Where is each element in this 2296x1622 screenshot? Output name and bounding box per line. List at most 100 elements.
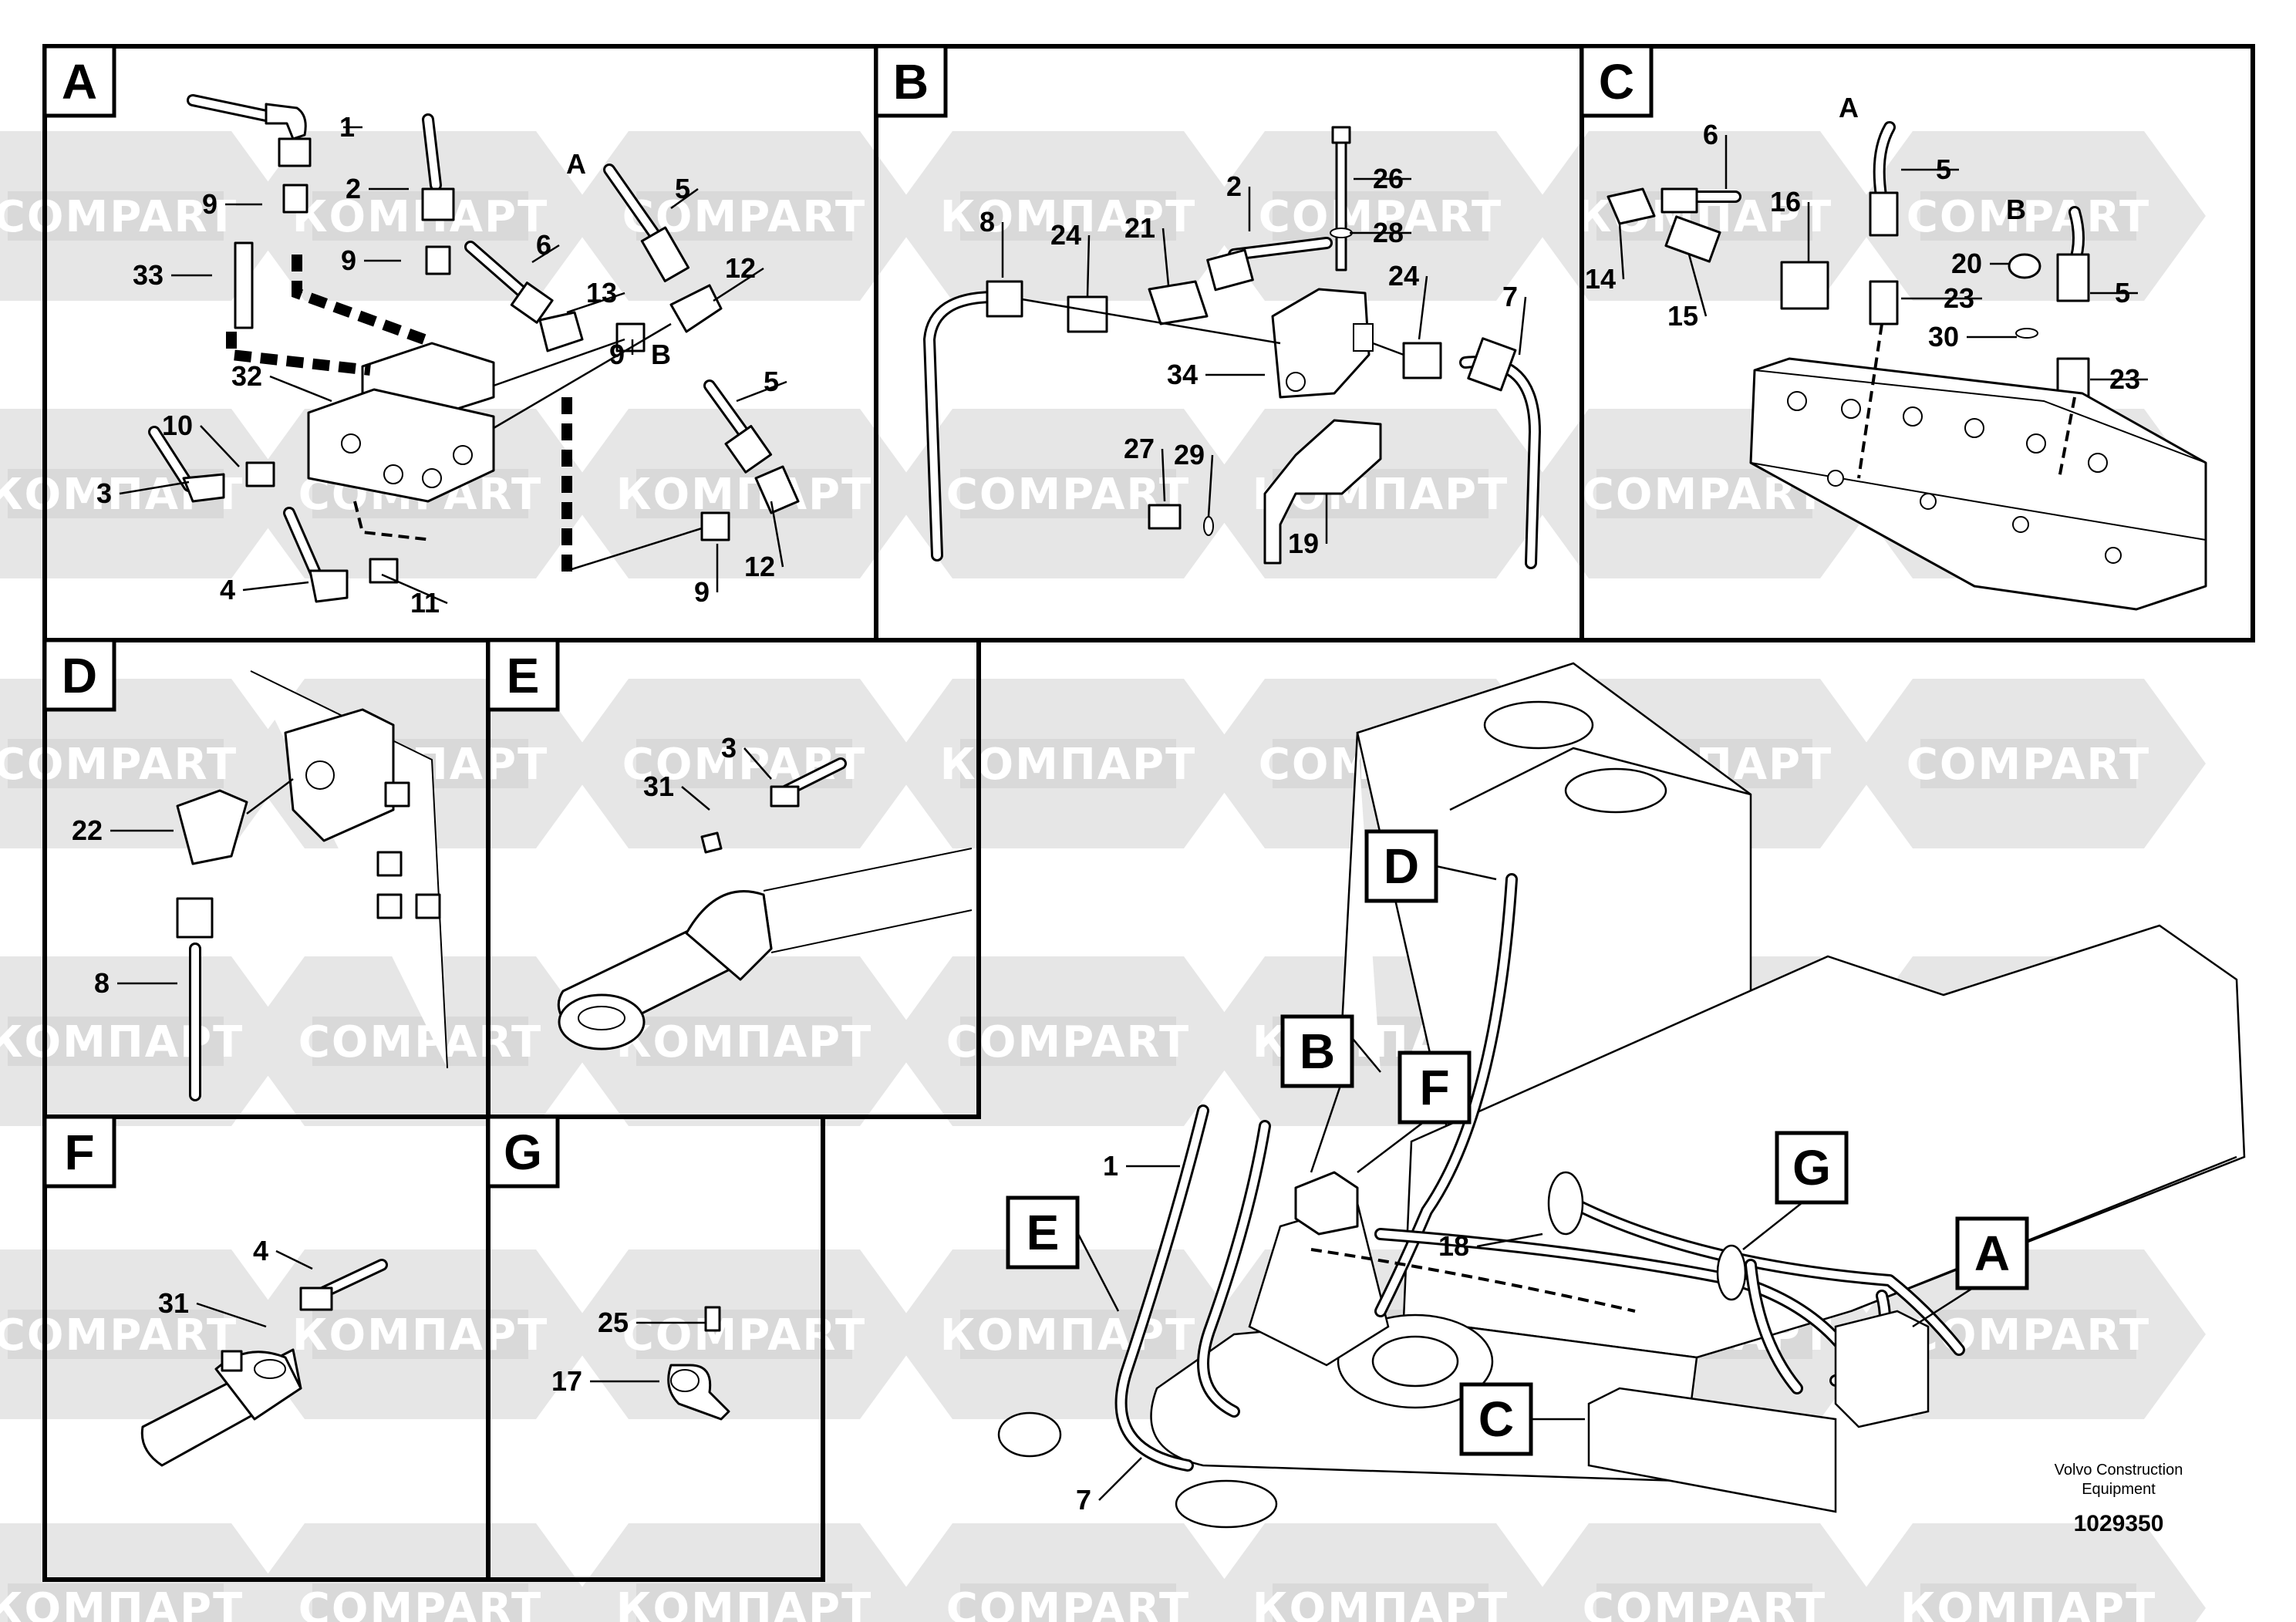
callout-number: 3 xyxy=(96,477,112,509)
callout-g: 25 xyxy=(598,1307,706,1338)
callout-c: 5 xyxy=(2090,277,2138,309)
callout-number: 5 xyxy=(1936,153,1951,185)
watermark-text: COMPART xyxy=(0,1310,238,1361)
callout-number: 2 xyxy=(1226,170,1242,202)
callout-b: 24 xyxy=(1388,260,1428,340)
callout-leader xyxy=(200,425,240,467)
panel-tag-d-label: D xyxy=(62,648,97,703)
callout-a: 9 xyxy=(609,339,634,370)
callout-number: 26 xyxy=(1373,163,1404,194)
main-view-tag-b: B xyxy=(1280,1014,1354,1173)
callout-number: B xyxy=(651,339,671,370)
main-view-tag-leader xyxy=(1435,865,1497,881)
panel-tag-e-label: E xyxy=(507,648,540,703)
callout-number: 14 xyxy=(1585,263,1616,295)
callout-e: 31 xyxy=(643,771,710,811)
watermark-text: КОМПАРТ xyxy=(1253,1584,1509,1622)
callout-number: 8 xyxy=(979,206,995,238)
callout-b: 29 xyxy=(1174,439,1214,518)
watermark-tile: COMPART xyxy=(1851,131,2206,301)
callout-d: 22 xyxy=(72,814,174,846)
callout-main: 7 xyxy=(1076,1457,1142,1516)
callout-leader xyxy=(119,481,190,495)
callout-c: 23 xyxy=(2090,363,2148,395)
footer-block: Volvo Construction Equipment 1029350 xyxy=(2055,1462,2183,1536)
watermark-text: COMPART xyxy=(622,1310,866,1361)
watermark-tile: COMPART xyxy=(243,956,598,1126)
callout-a: 9 xyxy=(202,188,262,220)
watermark-text: COMPART xyxy=(1583,1584,1826,1622)
manufacturer-line-1: Volvo Construction xyxy=(2055,1462,2183,1479)
panel-tags: A B C D E F G xyxy=(42,44,1654,1189)
document-number: 1029350 xyxy=(2074,1511,2164,1536)
callout-b: 34 xyxy=(1167,359,1265,390)
callout-number: 23 xyxy=(1944,282,1974,314)
callout-number: 7 xyxy=(1076,1484,1091,1516)
callout-leader xyxy=(1518,296,1527,356)
watermark-tile: COMPART xyxy=(1527,1523,1882,1622)
watermark-tile: КОМПАРТ xyxy=(1203,1523,1558,1622)
callout-c: 23 xyxy=(1901,282,1982,314)
callout-number: A xyxy=(1839,92,1859,123)
panel-tag-b: B xyxy=(874,44,948,118)
callout-number: 9 xyxy=(202,188,217,220)
callout-number: 22 xyxy=(72,814,103,846)
callout-f: 4 xyxy=(253,1235,313,1270)
callout-number: 32 xyxy=(231,360,262,392)
callout-a: 5 xyxy=(670,173,699,210)
watermark-tile: КОМПАРТ xyxy=(243,1249,598,1419)
callout-c: 16 xyxy=(1770,186,1810,262)
callout-g: 17 xyxy=(551,1365,659,1397)
callout-leader xyxy=(770,501,784,568)
watermark-text: КОМПАРТ xyxy=(616,470,873,520)
panel-tag-c-label: C xyxy=(1599,54,1634,110)
callout-number: 6 xyxy=(536,229,551,261)
panel-tag-a: A xyxy=(42,44,116,118)
callout-a: 5 xyxy=(736,366,787,403)
watermark-tile: COMPART xyxy=(1851,679,2206,848)
callout-number: 19 xyxy=(1288,528,1319,559)
callout-b: 8 xyxy=(979,206,1004,278)
callout-number: 23 xyxy=(2109,363,2140,395)
callout-number: 27 xyxy=(1124,433,1155,464)
callout-leader xyxy=(1086,234,1091,298)
callout-number: 8 xyxy=(94,967,110,999)
watermark-tile: КОМПАРТ xyxy=(0,1523,293,1622)
callout-leader xyxy=(713,267,764,302)
callout-leader xyxy=(1618,223,1625,280)
panel-tag-e: E xyxy=(486,638,560,712)
callout-b: 27 xyxy=(1124,433,1166,502)
panel-e-artwork xyxy=(557,757,973,1050)
main-view-tag-g: G xyxy=(1742,1131,1849,1250)
callout-number: 9 xyxy=(341,244,356,276)
panel-c-artwork xyxy=(1607,121,2207,611)
callout-leader xyxy=(275,1249,313,1270)
callout-number: 24 xyxy=(1050,219,1081,251)
watermark-text: КОМПАРТ xyxy=(616,1017,873,1067)
callout-number: 1 xyxy=(1103,1150,1118,1182)
callout-b: 7 xyxy=(1502,281,1527,356)
callout-leader xyxy=(1207,454,1214,518)
callout-leader xyxy=(566,292,625,314)
watermark-tile: COMPART xyxy=(1203,131,1558,301)
callout-c: 30 xyxy=(1928,321,2017,352)
callout-b: 2 xyxy=(1226,170,1251,231)
main-view-tag-c: C xyxy=(1459,1382,1585,1456)
callout-number: 5 xyxy=(675,173,690,204)
watermark-text: КОМПАРТ xyxy=(940,192,1197,242)
watermark-text: COMPART xyxy=(0,192,238,242)
callout-main: 1 xyxy=(1103,1150,1180,1182)
watermark-text: КОМПАРТ xyxy=(0,1584,244,1622)
callout-c: 20 xyxy=(1951,248,2009,279)
callout-number: 13 xyxy=(586,277,617,309)
callout-leader xyxy=(196,1302,267,1328)
panel-g-artwork xyxy=(667,1306,730,1421)
main-view-tag-label: F xyxy=(1419,1060,1449,1115)
callout-leader xyxy=(1687,254,1708,317)
watermark-tile: КОМПАРТ xyxy=(567,956,922,1126)
callout-f: 31 xyxy=(158,1287,267,1328)
callout-a: 9 xyxy=(341,244,401,276)
callout-c: 5 xyxy=(1901,153,1959,185)
callout-number: 3 xyxy=(721,732,737,764)
